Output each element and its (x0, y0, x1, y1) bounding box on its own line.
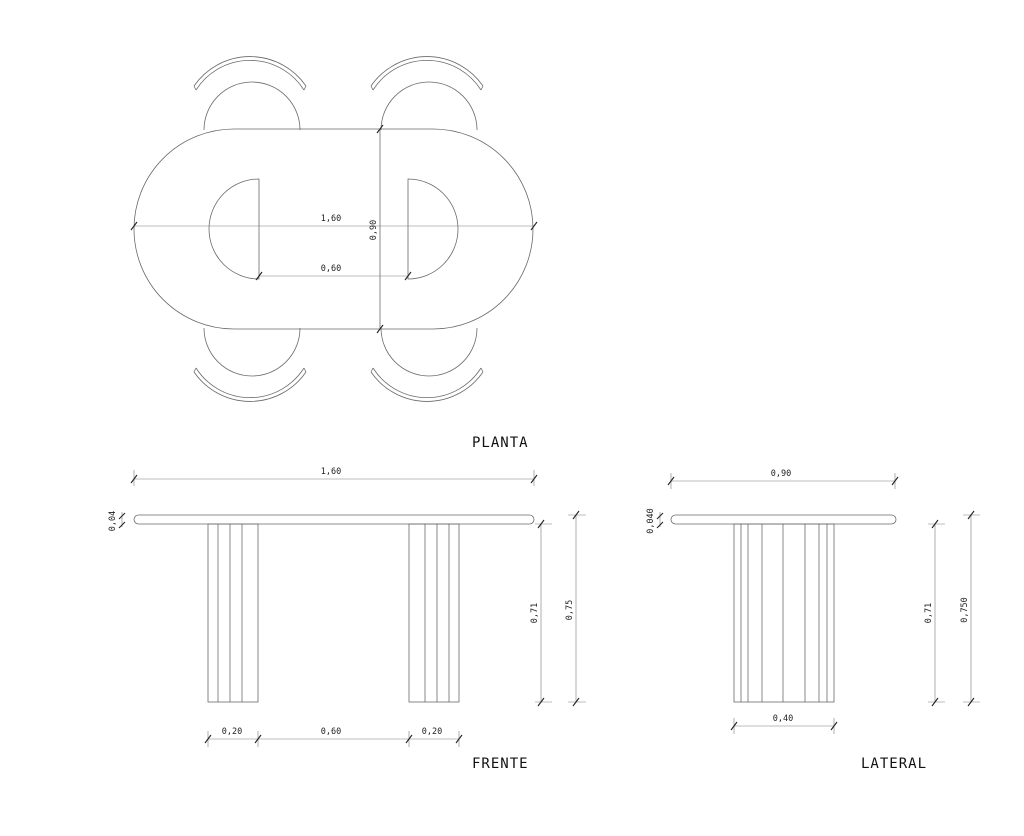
plan-table-top (133, 128, 534, 330)
side-leg-width-label: 0,40 (773, 714, 793, 724)
plan-width-label: 0,90 (369, 220, 379, 240)
side-width-label: 0,90 (771, 469, 791, 479)
side-view: 0,90 0,040 0,71 0,750 (646, 469, 980, 772)
side-title: LATERAL (861, 756, 927, 772)
front-leg-height-label: 0,71 (530, 603, 540, 623)
side-leg (733, 523, 835, 703)
front-leg-left-label: 0,20 (222, 727, 242, 737)
front-leg-left (207, 523, 259, 703)
plan-title: PLANTA (472, 435, 529, 451)
chair-bottom-right (370, 327, 484, 402)
plan-gap-label: 0,60 (321, 264, 341, 274)
front-table-top (133, 514, 535, 525)
chair-top-right (370, 56, 484, 131)
plan-view: 1,60 0,60 0,90 PLANTA (130, 56, 538, 451)
side-leg-height-label: 0,71 (924, 603, 934, 623)
front-leg-right-label: 0,20 (422, 727, 442, 737)
plan-length-label: 1,60 (321, 214, 341, 224)
plan-base-right (407, 178, 459, 280)
side-top-thickness-label: 0,040 (646, 508, 656, 534)
front-total-height-label: 0,75 (565, 600, 575, 620)
chair-bottom-left (193, 327, 307, 402)
side-total-height-label: 0,750 (960, 597, 970, 623)
plan-base-left (208, 178, 260, 280)
front-title: FRENTE (472, 756, 529, 772)
side-table-top (670, 514, 897, 525)
chair-top-left (193, 56, 307, 131)
front-leg-right (408, 523, 460, 703)
front-leg-gap-label: 0,60 (321, 727, 341, 737)
front-length-label: 1,60 (321, 467, 341, 477)
front-view: 1,60 0,04 0,71 (108, 467, 586, 772)
front-top-thickness-label: 0,04 (108, 511, 118, 531)
